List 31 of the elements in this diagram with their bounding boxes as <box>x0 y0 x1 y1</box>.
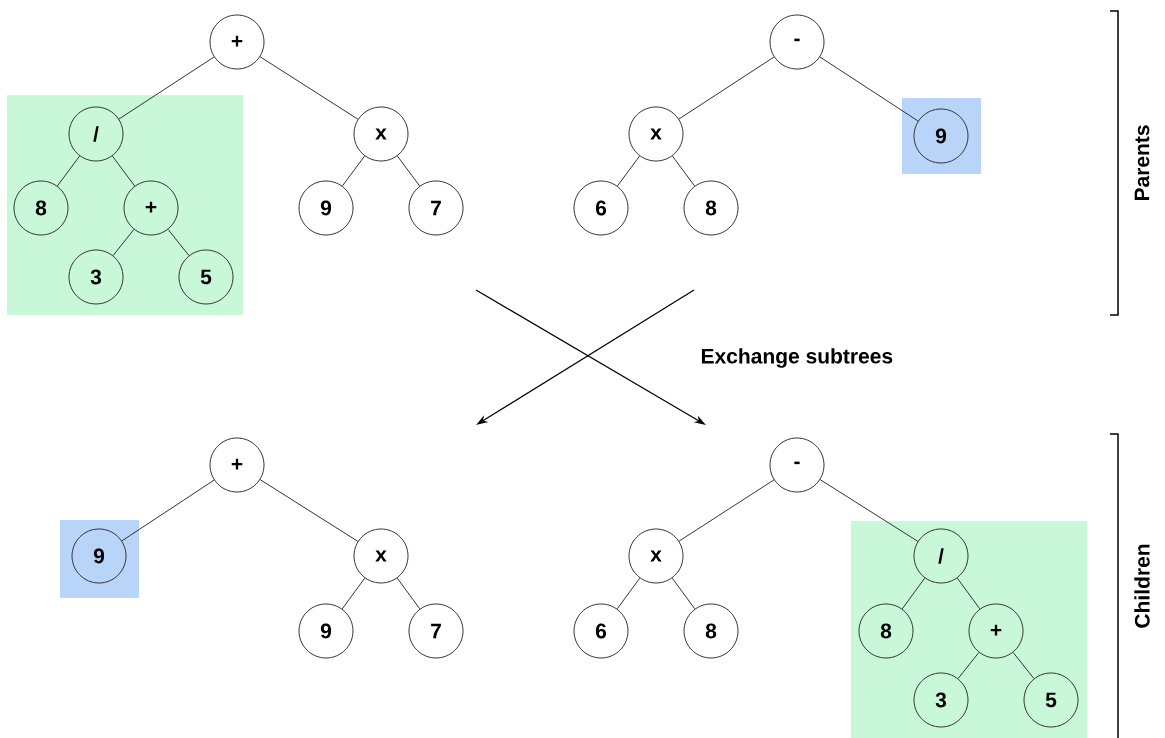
tree-edge <box>396 577 421 610</box>
tree-edge <box>396 155 421 187</box>
highlight-box <box>7 95 243 315</box>
tree-edge <box>259 479 359 542</box>
tree-edge <box>678 56 775 120</box>
tree-edge <box>1012 652 1035 679</box>
group-label: Children <box>1134 544 1150 628</box>
tree-edge <box>616 155 641 187</box>
tree-edge <box>901 577 926 610</box>
tree-edge <box>111 155 136 187</box>
tree-edge <box>819 56 919 122</box>
tree-edge <box>121 479 215 542</box>
tree-edge <box>616 577 641 610</box>
annotation-label: Exchange subtrees <box>701 348 893 368</box>
tree-edge <box>957 652 980 679</box>
tree-edge <box>118 56 215 120</box>
tree-edge <box>341 577 366 610</box>
tree-edge <box>819 479 919 542</box>
highlight-box <box>851 521 1087 738</box>
tree-edge <box>259 56 359 120</box>
tree-edge <box>167 229 190 256</box>
highlight-box <box>902 98 981 174</box>
tree-edge <box>671 155 696 187</box>
highlight-box <box>60 520 139 598</box>
tree-edge <box>112 229 135 256</box>
tree-edge <box>671 577 696 610</box>
tree-edge <box>678 479 775 542</box>
tree-edge <box>956 577 981 610</box>
group-label: Parents <box>1134 125 1150 201</box>
tree-edge <box>56 155 81 187</box>
tree-edge <box>341 155 366 187</box>
